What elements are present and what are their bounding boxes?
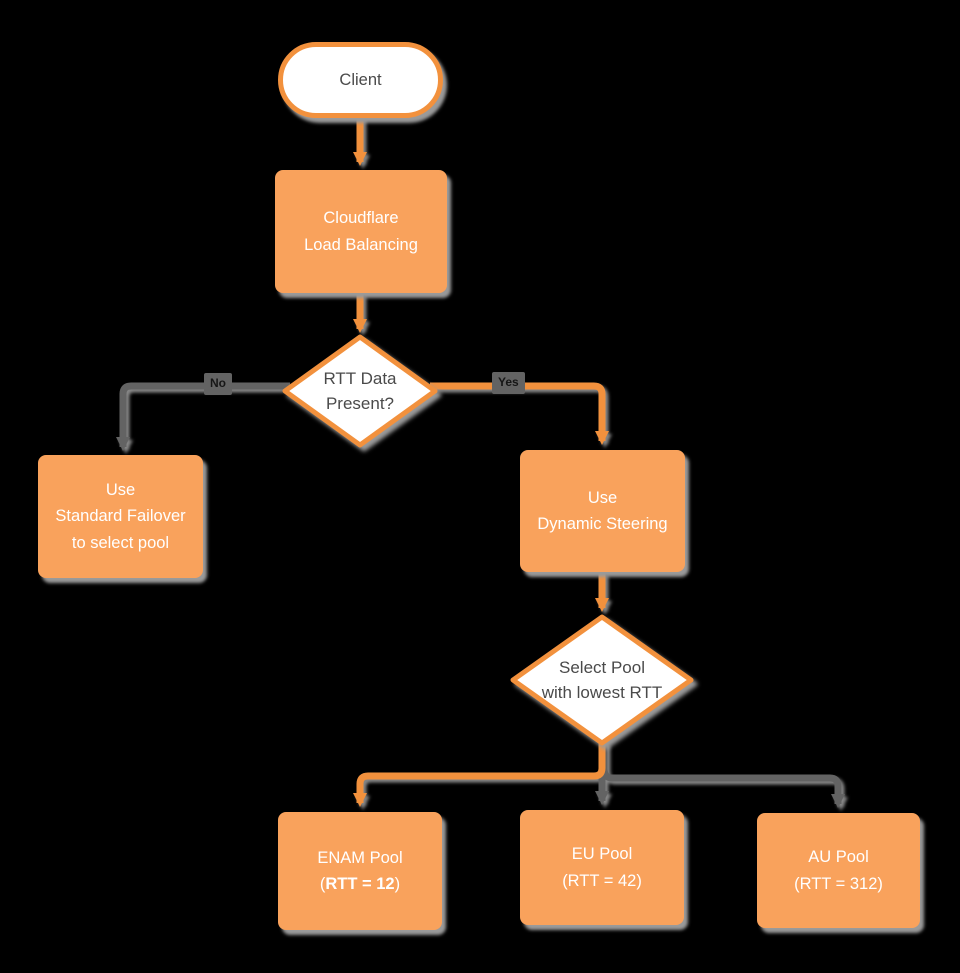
- node-standard-failover: Use Standard Failover to select pool: [38, 455, 203, 578]
- node-pool-decision-label: Select Pool with lowest RTT: [541, 657, 663, 703]
- node-eu-pool-label: EU Pool (RTT = 42): [562, 845, 642, 890]
- edge-pool-decision-to-au-pool: [600, 742, 845, 808]
- node-rtt-decision: RTT Data Present?: [282, 334, 438, 448]
- node-enam-pool-label: ENAM Pool (RTT = 12): [317, 848, 403, 893]
- node-pool-decision: Select Pool with lowest RTT: [510, 614, 694, 746]
- node-rtt-decision-label: RTT Data Present?: [323, 368, 397, 414]
- pool-decision-diamond-shape: [510, 614, 694, 746]
- edge-no-to-standard-failover: [116, 382, 290, 451]
- node-client-label: Client: [339, 70, 382, 89]
- node-eu-pool: EU Pool (RTT = 42): [520, 810, 684, 925]
- edge-pool-decision-to-enam-pool: [353, 742, 606, 807]
- rtt-decision-diamond-shape: [282, 334, 438, 448]
- node-load-balancing: Cloudflare Load Balancing: [275, 170, 447, 293]
- node-dynamic-steering-label: Use Dynamic Steering: [537, 488, 668, 533]
- edge-yes-to-dynamic-steering: [430, 382, 609, 445]
- edge-label-no: No: [204, 373, 232, 395]
- node-load-balancing-label: Cloudflare Load Balancing: [304, 209, 418, 254]
- node-client: Client: [278, 42, 443, 118]
- edge-label-yes: Yes: [492, 372, 525, 394]
- enam-rtt-bold: RTT = 12: [325, 875, 395, 893]
- node-dynamic-steering: Use Dynamic Steering: [520, 450, 685, 572]
- node-au-pool-label: AU Pool (RTT = 312): [794, 848, 883, 893]
- node-au-pool: AU Pool (RTT = 312): [757, 813, 920, 928]
- node-enam-pool: ENAM Pool (RTT = 12): [278, 812, 442, 930]
- node-standard-failover-label: Use Standard Failover to select pool: [55, 480, 186, 552]
